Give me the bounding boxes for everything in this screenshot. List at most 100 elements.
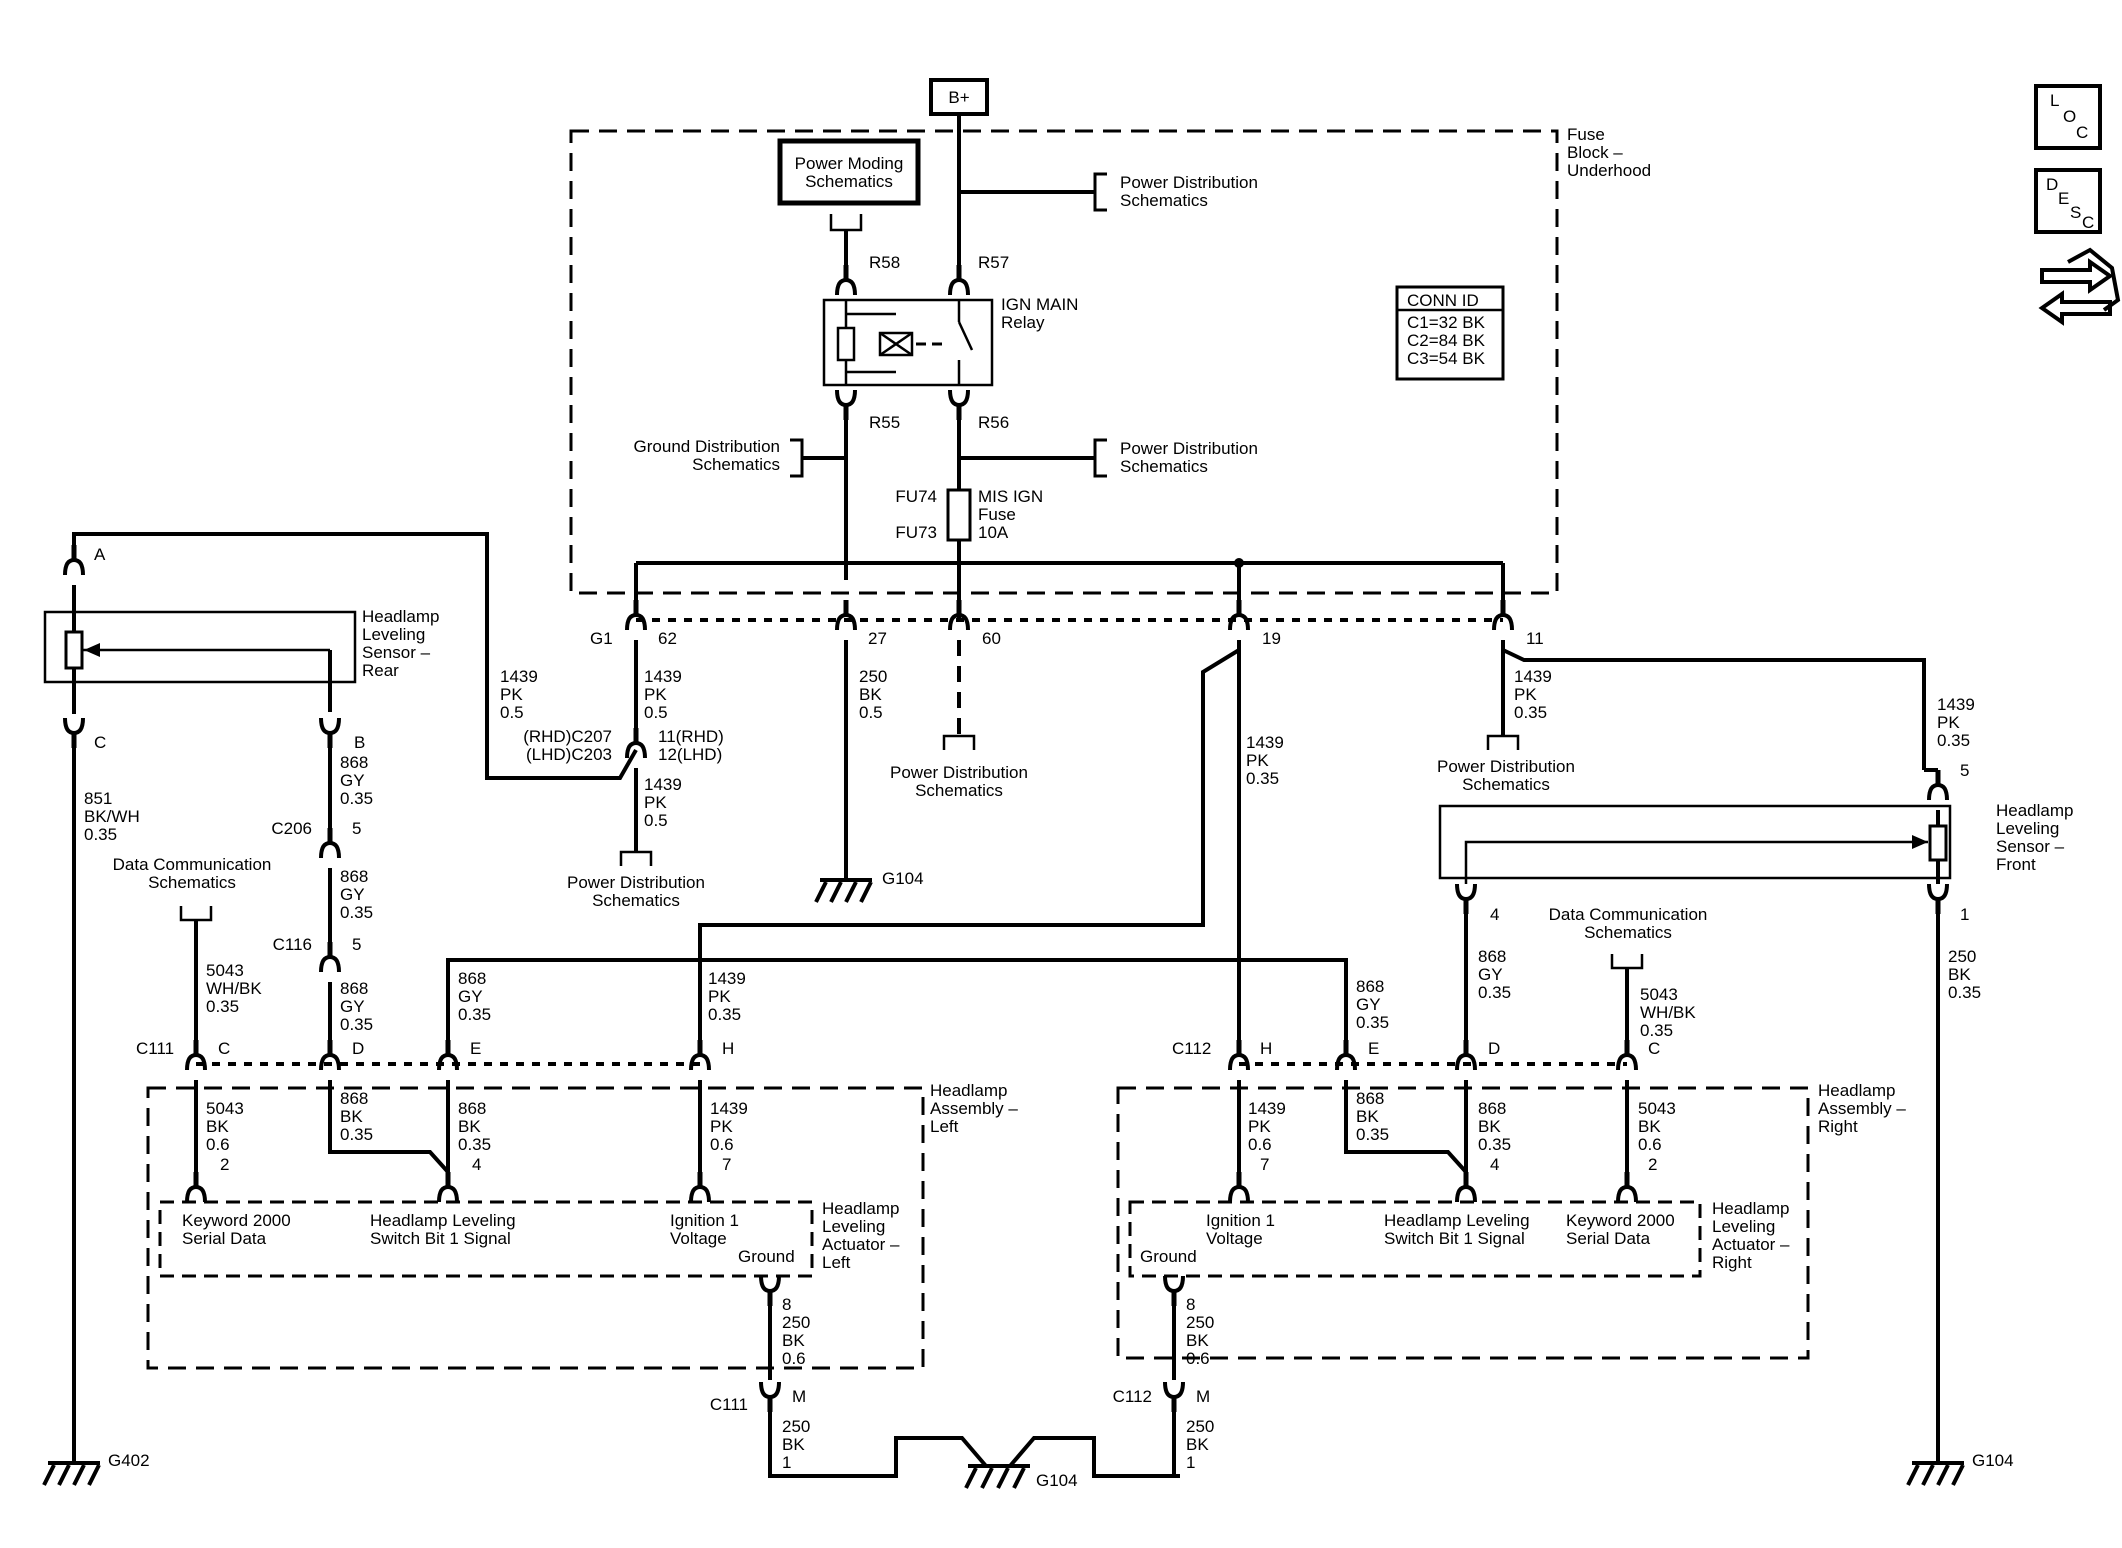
c111-pin-c: C <box>218 1039 230 1058</box>
pin-2-left: 2 <box>220 1155 229 1174</box>
c112-m-label: C112 <box>1113 1387 1152 1406</box>
c206-label: C206 <box>271 819 312 838</box>
fuse-block-outline <box>569 129 1559 595</box>
pin-11-label: 11 <box>1526 629 1544 648</box>
fu74-label: FU74 <box>895 487 937 506</box>
pin-m-right: M <box>1196 1387 1210 1406</box>
conn-id-box <box>1395 285 1505 381</box>
g104-top-label: G104 <box>882 869 924 888</box>
pin-4-right: 4 <box>1490 1155 1499 1174</box>
relay-icon <box>822 298 994 387</box>
hl-assy-left-outline <box>146 1086 925 1370</box>
c112-pin-e: E <box>1368 1039 1379 1058</box>
svg-text:L: L <box>2050 91 2059 110</box>
front-sensor-box <box>1438 804 1952 880</box>
hl-assy-right-outline <box>1116 1086 1810 1360</box>
c112-pin-h: H <box>1260 1039 1272 1058</box>
rear-sensor-pin-a: A <box>94 545 106 564</box>
c111-label: C111 <box>136 1039 174 1058</box>
g1-label: G1 <box>590 629 613 648</box>
sensor-icon <box>64 585 332 714</box>
c111-m-label: C111 <box>710 1395 748 1414</box>
pin-60-label: 60 <box>982 629 1001 648</box>
ground-symbol-icon <box>814 860 874 904</box>
pin-19-label: 19 <box>1262 629 1281 648</box>
c206-pin-label: 5 <box>352 819 361 838</box>
pin-4-left: 4 <box>472 1155 481 1174</box>
rear-sensor-pin-b: B <box>354 733 365 752</box>
pin-m-left: M <box>792 1387 806 1406</box>
svg-text:O: O <box>2063 107 2076 126</box>
pin-7-right: 7 <box>1260 1155 1269 1174</box>
c111-pin-d: D <box>352 1039 364 1058</box>
g104-right-label: G104 <box>1972 1451 2014 1470</box>
c111-pin-h: H <box>722 1039 734 1058</box>
navigation-arrows-icon[interactable] <box>2038 247 2121 326</box>
c112-label: C112 <box>1172 1039 1211 1058</box>
desc-icon[interactable]: D E S C <box>2034 168 2102 234</box>
r57-label: R57 <box>978 253 1009 272</box>
r55-label: R55 <box>869 413 900 432</box>
pin-2-right: 2 <box>1648 1155 1657 1174</box>
svg-text:E: E <box>2058 189 2069 208</box>
c116-label: C116 <box>273 935 312 954</box>
fu73-label: FU73 <box>895 523 937 542</box>
r58-label: R58 <box>869 253 900 272</box>
front-sensor-pin-5: 5 <box>1960 761 1969 780</box>
svg-text:C: C <box>2076 123 2088 142</box>
c112-pin-d: D <box>1488 1039 1500 1058</box>
b-plus-label: B+ <box>948 88 969 107</box>
g402-label: G402 <box>108 1451 150 1470</box>
svg-text:D: D <box>2046 175 2058 194</box>
loc-icon[interactable]: L O C <box>2034 84 2102 150</box>
